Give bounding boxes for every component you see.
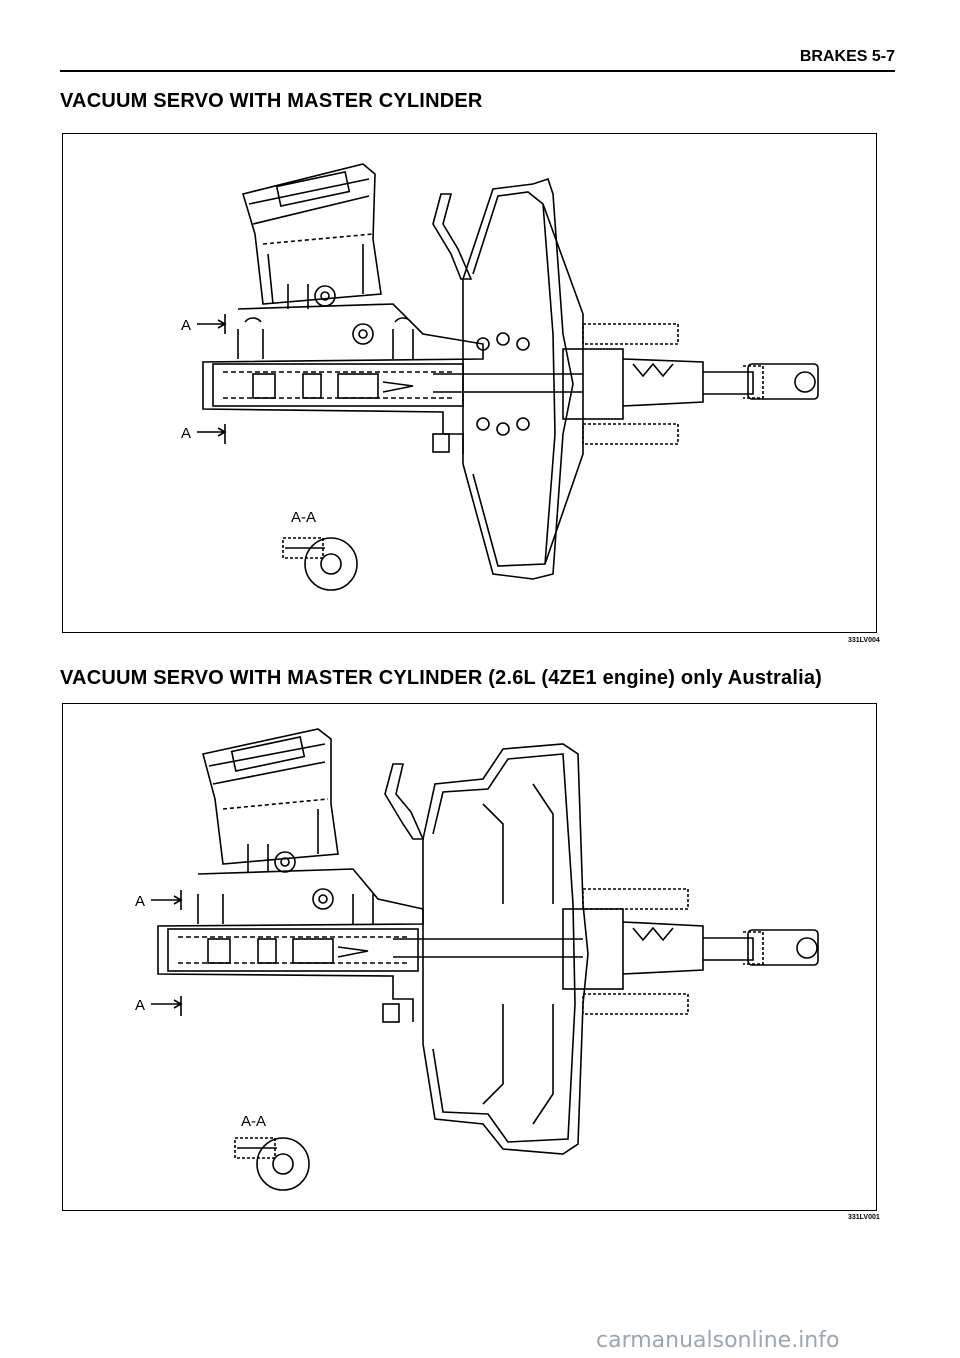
pushrod-assembly (433, 323, 819, 445)
reservoir-tank (241, 163, 382, 309)
figure2-code: 331LV001 (848, 1214, 880, 1221)
section-a-a-view (234, 1137, 310, 1191)
label-section-a-a: A-A (291, 509, 316, 526)
vacuum-hose-fitting (432, 193, 473, 280)
label-section-a-a: A-A (241, 1113, 266, 1130)
figure1-code: 331LV004 (848, 637, 880, 644)
label-a-top: A (135, 893, 145, 910)
master-cylinder-body (202, 285, 484, 454)
figure2-drawing: A A A-A (135, 728, 819, 1191)
section-a-a-view (282, 537, 358, 591)
master-cylinder-body (157, 851, 424, 1023)
booster-shell (422, 743, 589, 1155)
figure2-title: VACUUM SERVO WITH MASTER CYLINDER (2.6L … (60, 667, 823, 689)
pushrod-assembly (393, 888, 819, 1015)
figure1-title: VACUUM SERVO WITH MASTER CYLINDER (60, 90, 483, 112)
booster-shell (462, 177, 584, 580)
reservoir-tank (202, 728, 339, 872)
label-a-bottom: A (181, 425, 191, 442)
figure1-drawing: A A A-A (181, 163, 819, 591)
label-a-top: A (181, 317, 191, 334)
figure2-diagram: A A A-A 331LV001 (62, 703, 880, 1221)
vacuum-hose-fitting (384, 763, 425, 840)
figure1-diagram: A A A-A 331LV004 (62, 133, 880, 644)
label-a-bottom: A (135, 997, 145, 1014)
page-header-section: BRAKES 5-7 (799, 48, 895, 65)
header-rule (60, 70, 895, 72)
watermark-text: carmanualsonline.info (596, 1328, 840, 1353)
